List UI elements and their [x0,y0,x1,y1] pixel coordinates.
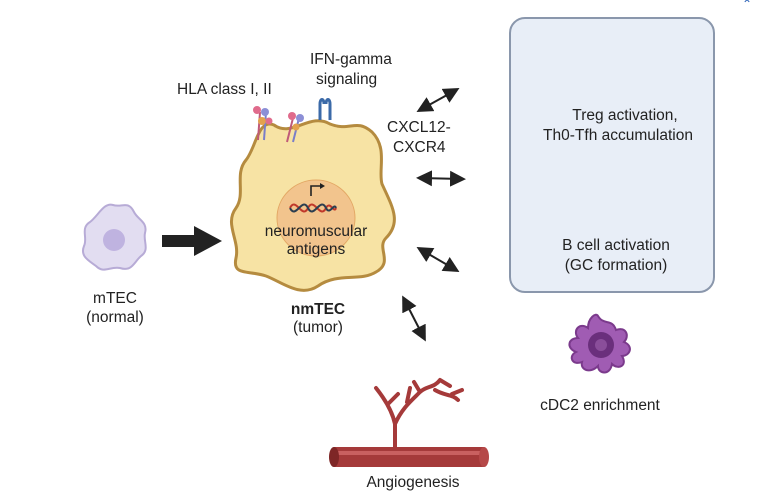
cxcl-label-line1: CXCL12- [387,119,451,136]
ifn-label-line1: IFN-gamma [310,51,392,68]
immune-activation-panel [509,17,715,293]
blood-vessel-icon [329,378,489,467]
mtec-cell-icon [82,203,147,271]
cdc2-cell-icon [568,313,631,374]
nmtec-label-line1: nmTEC [290,301,346,318]
bcell-label-line1: B cell activation [562,237,670,254]
hla-label: HLA class I, II [177,81,272,98]
ifn-label-line2: signaling [316,71,378,88]
nmtec-label-line2: (tumor) [293,319,343,336]
interaction-arrows [402,88,466,342]
bcell-label-line2: (GC formation) [564,257,668,274]
ifn-receptor-icon [318,98,332,120]
dna-icon [289,183,337,213]
progression-arrow [162,226,222,256]
mtec-label-line1: mTEC [93,290,137,307]
treg-label-line2: Th0-Tfh accumulation [543,127,693,144]
cdc2-label: cDC2 enrichment [540,397,660,414]
treg-label-line1: Treg activation, [572,107,678,124]
nucleus-label-line1: neuromuscular [264,223,368,240]
angio-label: Angiogenesis [366,474,460,491]
hla-receptor-icon [253,106,304,143]
cxcl-label-line2: CXCR4 [393,139,446,156]
corner-mark: ⌃ [742,0,753,11]
nucleus-label-line2: antigens [286,241,346,258]
mtec-label-line2: (normal) [86,309,144,326]
